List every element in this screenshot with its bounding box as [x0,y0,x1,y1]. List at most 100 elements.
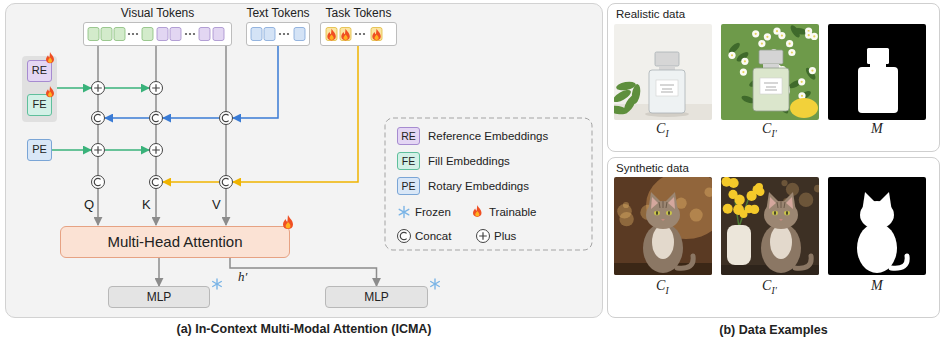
example-panel-art-part-part [648,192,661,212]
embedding-box-art-part [46,52,54,63]
figure-panel-art-part [222,178,228,185]
token-box-art-part [264,28,275,41]
token-box-art-part [101,28,112,41]
example-panel-art-part-part [761,223,801,273]
token-box-art-part-part [375,34,379,39]
embedding-box-art-part-part [48,58,52,63]
embedding-box: RE [27,60,52,82]
example-panel-art-part-part [769,197,776,209]
example-panel-art-part-part [645,111,689,117]
example-panel-art-part-part [759,50,783,64]
token-box: Text Tokens [246,22,310,46]
example-panel-art-part-part [748,77,763,89]
example-panel-art-part-part [723,204,733,214]
attention-box-art-part-part [286,222,291,228]
figure-panel-art-part [152,114,158,121]
token-box-art-part [340,28,351,41]
token-box-art-part [287,33,289,35]
example-panel-art-part-part [660,85,674,92]
example-panel-art-part-part [828,177,926,275]
figure-panel-art-part [150,176,163,189]
figure-panel-art-part [92,176,105,189]
figure-panel-art-part [222,114,228,121]
example-panel-art-part-part [798,92,805,99]
example-panel-art-part [828,177,926,275]
token-box-art-part [294,28,305,41]
example-panel-art-part-part [777,100,790,115]
example-panel-art-part-part [745,205,754,214]
example-panel-art-part [721,177,819,275]
example-panel-art-part-part [776,30,778,32]
example-panel-art-part-part [722,177,732,187]
figure-panel: (b) Data ExamplesRealistic dataCICI′MSyn… [607,3,940,318]
token-box-text: Visual Tokens [54,6,261,20]
example-panel-art-part-part [765,100,767,102]
example-panel-art-part-part [760,78,782,94]
example-panel-art-part-part [668,197,675,209]
example-panel-art-part-part [649,70,685,113]
legend-icon-part-part [399,209,409,215]
image-subscript: I′ [772,286,777,296]
example-panel-art-part-part [778,32,785,39]
example-panel-art-part-part [734,195,744,205]
example-panel-art-part-part [652,225,674,259]
example-panel-art-part-part [788,49,795,56]
example-panel-art-part-part [729,178,739,188]
token-box: Visual Tokens [83,22,232,46]
example-panel-art-part-part [774,65,781,72]
figure-panel-art-part [92,82,105,95]
example-panel-art-part-part [761,60,770,75]
example-panel-art-part-part [615,80,636,91]
example-panel-art-part-part [779,219,783,221]
figure-panel-art-part [163,181,219,183]
figure-panel-art-part [150,144,163,157]
example-panel-art-part-part [731,54,733,56]
figure-panel-text: (b) Data Examples [607,323,940,338]
example-panel-art-part-part [762,87,769,94]
token-box-text: Text Tokens [217,6,339,20]
figure-panel-art-part [105,117,149,119]
example-panel-art-part-part [750,205,759,214]
token-box-art-part [341,29,350,41]
example-panel-art-part-part [805,32,812,39]
token-box-art-part [199,28,210,41]
example-panel-art-part-part [781,35,783,37]
example-panel-art-part-part [677,256,693,268]
swatch-label: RE [401,131,416,142]
token-box-art-part [114,28,125,41]
example-panel-art-part-part [747,191,757,201]
example-panel-art-part-part [777,201,785,208]
figure-panel-art-part [94,146,102,154]
example-panel-art-part-part [783,88,790,95]
example-panel-art-part-part [772,211,778,216]
example-panel-art-part-part [775,74,782,81]
example-panel-art-part-part [755,33,757,35]
embedding-box-art-part [46,86,54,97]
example-panel-art-part-part [740,69,747,76]
image-symbol: C [656,278,665,293]
example-panel-text: Realistic data [616,8,685,22]
example-panel-text: Synthetic data [616,162,689,176]
token-box-art-part [279,33,281,35]
example-panel-art-part-part [757,84,759,86]
example-panel-art-part-part [795,256,811,268]
swatch-label: FE [402,156,415,167]
example-panel-art-part-part [777,76,779,78]
example-panel-art-part-part [773,28,780,35]
example-panel-art-part-part [891,256,907,268]
example-panel-art-part-part [809,67,816,74]
example-panel-art-part-part [790,98,818,118]
example-panel-art-part-part [781,69,783,71]
example-panel-art-part-part [735,50,750,63]
example-panel-art-part-part [791,51,793,53]
example-panel-art-part-part [656,211,658,215]
example-panel-art-part-part [741,58,748,65]
example-panel-art-part-part [801,95,803,97]
example-panel-art-part-part [668,211,670,215]
example-panel-art-part-part [777,67,779,69]
example-panel-art-part-part [744,60,746,62]
mlp-box-art-part-part [434,279,435,289]
token-box-art-part-part [344,34,348,39]
example-panel-art-part-part [760,68,770,83]
